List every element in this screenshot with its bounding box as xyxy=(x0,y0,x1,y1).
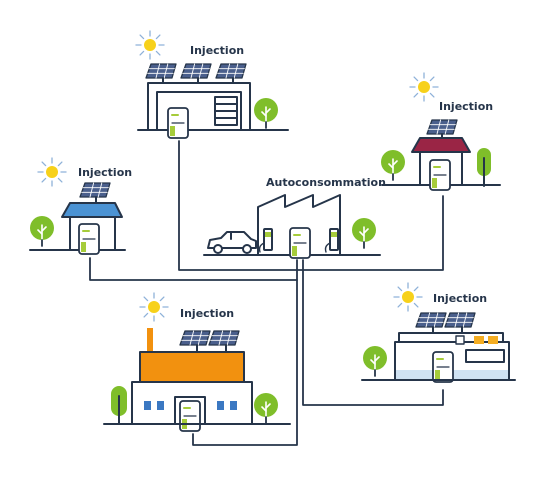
label-injection-top: Injection xyxy=(190,44,245,57)
solar-panel-icon xyxy=(444,312,476,328)
link-right-building xyxy=(302,259,444,406)
solar-panel-icon xyxy=(208,330,240,346)
meter-icon xyxy=(432,351,454,383)
sun-icon xyxy=(37,157,67,187)
label-injection-right: Injection xyxy=(439,100,494,113)
ev-charger-icon xyxy=(324,228,339,253)
meter-icon xyxy=(429,159,451,191)
top-building xyxy=(135,30,289,139)
meter-icon xyxy=(167,107,189,139)
left-house xyxy=(29,157,126,255)
meter-icon xyxy=(78,223,100,255)
sun-icon xyxy=(139,292,169,322)
tree-icon xyxy=(29,215,55,247)
meter-icon xyxy=(289,227,311,259)
link-hub-stem xyxy=(192,259,298,446)
solar-panel-icon xyxy=(415,312,447,328)
link-top-building xyxy=(178,140,444,271)
ev-charger-icon xyxy=(258,228,273,253)
solar-panel-icon xyxy=(79,182,111,198)
bottom-factory xyxy=(103,292,291,432)
factory-windows xyxy=(144,401,237,410)
label-injection-bottom-left: Injection xyxy=(180,307,235,320)
center-hub xyxy=(203,194,381,259)
solar-panel-icon xyxy=(426,119,458,135)
tree-icon xyxy=(362,345,388,377)
sun-icon xyxy=(409,72,439,102)
tree-icon xyxy=(477,148,491,187)
car-icon xyxy=(207,231,257,254)
meter-icon xyxy=(179,400,201,432)
tree-icon xyxy=(253,97,279,129)
solar-panel-icon xyxy=(145,63,177,79)
label-injection-bottom-right: Injection xyxy=(433,292,488,305)
solar-panel-icon xyxy=(179,330,211,346)
right-house xyxy=(380,72,501,191)
sun-icon xyxy=(135,30,165,60)
link-left-house xyxy=(89,257,298,281)
network-lines xyxy=(89,140,444,446)
tree-icon xyxy=(111,386,127,425)
tree-icon xyxy=(351,217,377,249)
solar-panel-icon xyxy=(180,63,212,79)
tree-icon xyxy=(253,392,279,424)
label-injection-left: Injection xyxy=(78,166,133,179)
label-autoconsommation: Autoconsommation xyxy=(266,176,386,189)
sun-icon xyxy=(393,282,423,312)
bottom-right-building xyxy=(361,282,516,383)
solar-panel-icon xyxy=(215,63,247,79)
